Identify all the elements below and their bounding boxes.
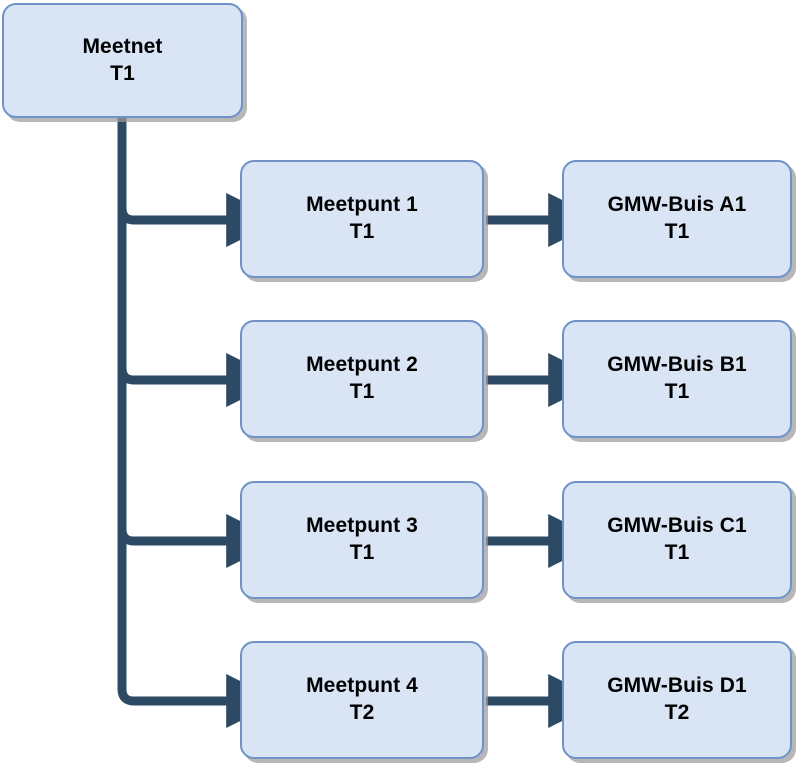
node-meetpunt-1[interactable]: Meetpunt 1 T1 <box>240 160 484 278</box>
node-meetpunt-4-subtitle: T2 <box>349 701 375 724</box>
node-gmw-buis-c1-subtitle: T1 <box>664 541 690 564</box>
connector-meetnet-to-meetpunt-4 <box>117 674 281 728</box>
node-gmw-buis-b1-title: GMW-Buis B1 <box>607 353 747 377</box>
node-meetpunt-4[interactable]: Meetpunt 4 T2 <box>240 641 484 759</box>
node-gmw-buis-a1[interactable]: GMW-Buis A1 T1 <box>562 160 792 278</box>
node-gmw-buis-a1-subtitle: T1 <box>664 220 690 243</box>
connector-meetnet-to-meetpunt-3 <box>117 514 281 568</box>
node-gmw-buis-d1[interactable]: GMW-Buis D1 T2 <box>562 641 792 759</box>
node-meetpunt-3[interactable]: Meetpunt 3 T1 <box>240 481 484 599</box>
node-meetpunt-3-title: Meetpunt 3 <box>306 514 418 538</box>
node-gmw-buis-b1-subtitle: T1 <box>664 380 690 403</box>
connector-meetnet-to-meetpunt-1 <box>117 193 281 247</box>
node-meetpunt-2[interactable]: Meetpunt 2 T1 <box>240 320 484 438</box>
node-gmw-buis-a1-title: GMW-Buis A1 <box>607 193 747 217</box>
node-gmw-buis-c1-title: GMW-Buis C1 <box>607 514 747 538</box>
node-gmw-buis-c1[interactable]: GMW-Buis C1 T1 <box>562 481 792 599</box>
node-meetpunt-1-title: Meetpunt 1 <box>306 193 418 217</box>
node-meetpunt-1-subtitle: T1 <box>349 220 375 243</box>
node-meetpunt-2-title: Meetpunt 2 <box>306 353 418 377</box>
node-meetnet-subtitle: T1 <box>110 61 135 85</box>
node-meetpunt-4-title: Meetpunt 4 <box>306 674 418 698</box>
node-meetpunt-2-subtitle: T1 <box>349 380 375 403</box>
connector-meetnet-to-meetpunt-2 <box>117 353 281 407</box>
node-gmw-buis-d1-title: GMW-Buis D1 <box>607 674 747 698</box>
node-meetnet-title: Meetnet <box>82 34 163 58</box>
node-gmw-buis-b1[interactable]: GMW-Buis B1 T1 <box>562 320 792 438</box>
node-gmw-buis-d1-subtitle: T2 <box>664 701 690 724</box>
node-meetnet[interactable]: Meetnet T1 <box>2 3 243 118</box>
node-meetpunt-3-subtitle: T1 <box>349 541 375 564</box>
